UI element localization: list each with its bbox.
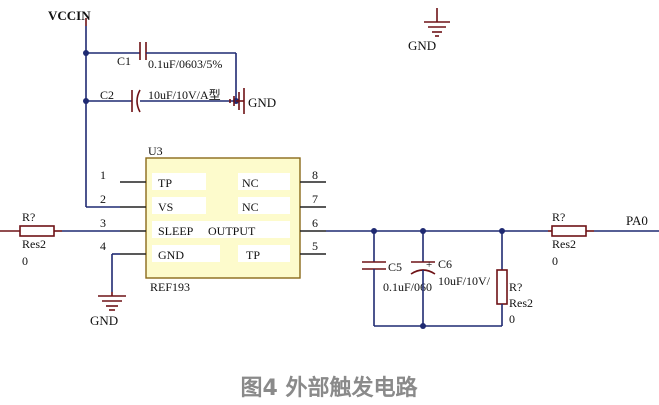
svg-text:8: 8 — [312, 168, 318, 182]
r-right-type: Res2 — [552, 237, 576, 251]
pa0-label: PA0 — [626, 213, 648, 228]
c1-value: 0.1uF/0603/5% — [148, 57, 222, 71]
capacitor-c5 — [362, 261, 386, 270]
svg-text:OUTPUT: OUTPUT — [208, 224, 256, 238]
ic-left-pin-4: 4 GND — [100, 239, 184, 262]
c1-ref: C1 — [117, 54, 131, 68]
ic-right-pin-5: 5 TP — [246, 239, 326, 262]
c6-ref: C6 — [438, 257, 452, 271]
r-right-value: 0 — [552, 254, 558, 268]
svg-text:3: 3 — [100, 216, 106, 230]
ic-left-pin-1: 1 TP — [100, 168, 172, 190]
resistor-right — [548, 225, 594, 237]
c6-plus: + — [426, 259, 432, 271]
u3-part: REF193 — [150, 280, 190, 294]
svg-text:5: 5 — [312, 239, 318, 253]
c2-value: 10uF/10V/A型 — [148, 88, 221, 102]
c5-ref: C5 — [388, 260, 402, 274]
gnd-symbol-left — [98, 292, 126, 311]
ic-right-pin-7: 7 NC — [242, 192, 326, 214]
svg-text:TP: TP — [158, 176, 172, 190]
svg-text:SLEEP: SLEEP — [158, 224, 194, 238]
r-left-type: Res2 — [22, 237, 46, 251]
svg-text:TP: TP — [246, 248, 260, 262]
ic-right-pin-6: 6 OUTPUT — [208, 216, 326, 238]
r-mid-value: 0 — [509, 312, 515, 326]
pin-name-boxes — [152, 173, 290, 262]
u3-ref: U3 — [148, 144, 163, 158]
svg-text:7: 7 — [312, 192, 318, 206]
r-left-ref: R? — [22, 210, 35, 224]
svg-text:VS: VS — [158, 200, 173, 214]
svg-text:6: 6 — [312, 216, 318, 230]
gnd-symbol-top — [424, 8, 450, 37]
capacitor-c2 — [131, 89, 141, 113]
ic-left-pin-3: 3 SLEEP — [100, 216, 194, 238]
capacitor-c1 — [139, 42, 147, 60]
r-mid-type: Res2 — [509, 296, 533, 310]
r-left-value: 0 — [22, 254, 28, 268]
ic-right-pin-8: 8 NC — [242, 168, 326, 190]
svg-text:NC: NC — [242, 200, 259, 214]
resistor-mid — [496, 269, 508, 305]
c5-value: 0.1uF/060 — [383, 280, 432, 294]
svg-text:GND: GND — [158, 248, 184, 262]
svg-text:2: 2 — [100, 192, 106, 206]
c2-ref: C2 — [100, 88, 114, 102]
r-mid-ref: R? — [509, 280, 522, 294]
junction-bottom-c6 — [420, 323, 426, 329]
svg-text:NC: NC — [242, 176, 259, 190]
gnd-symbol-c2 — [229, 88, 245, 114]
figure-caption: 图4 外部触发电路 — [241, 375, 419, 401]
svg-text:1: 1 — [100, 168, 106, 182]
vccin-label: VCCIN — [48, 8, 91, 23]
r-right-ref: R? — [552, 210, 565, 224]
ic-left-pin-2: 2 VS — [100, 192, 173, 214]
svg-text:4: 4 — [100, 239, 106, 253]
gnd-top-label: GND — [408, 38, 436, 53]
c6-value: 10uF/10V/ — [438, 274, 491, 288]
gnd-left-label: GND — [90, 313, 118, 328]
gnd-c2-label: GND — [248, 95, 276, 110]
resistor-left — [0, 225, 62, 237]
